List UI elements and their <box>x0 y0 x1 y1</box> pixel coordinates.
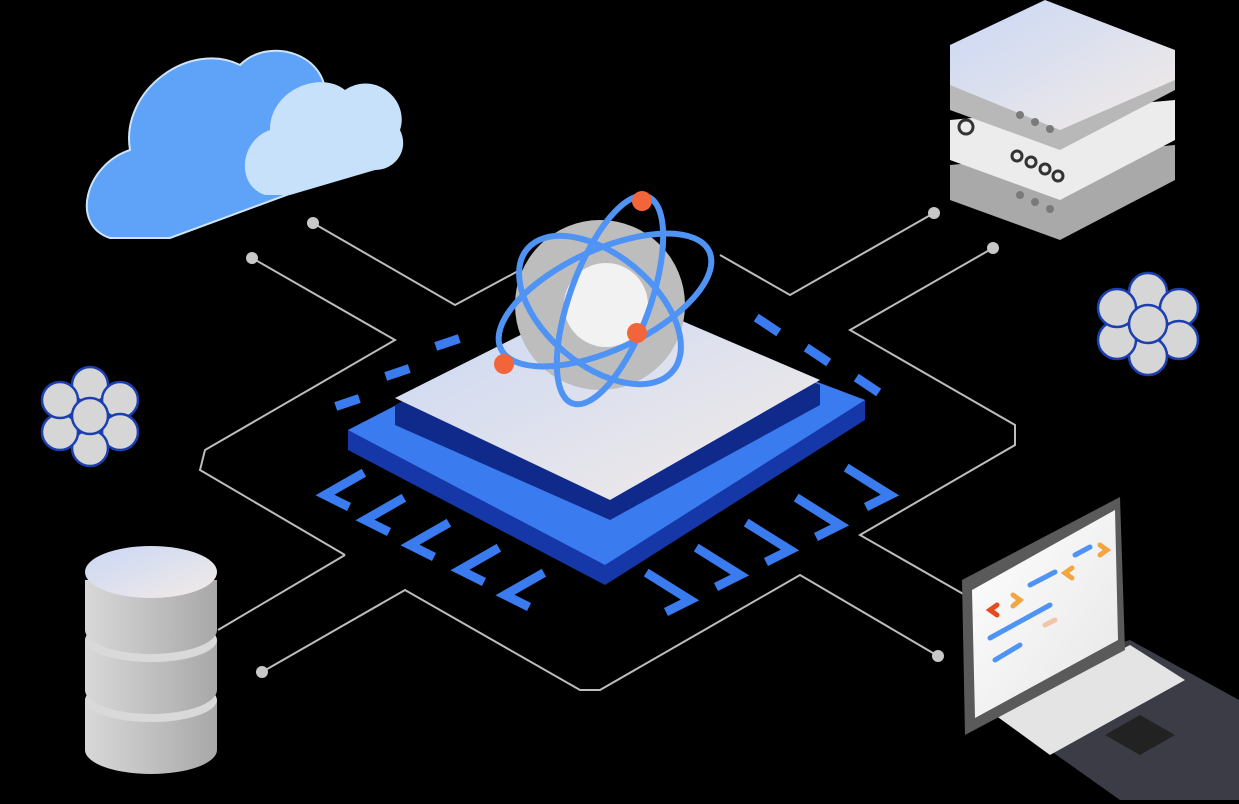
database-icon <box>85 546 217 774</box>
connector-lines <box>198 212 1016 691</box>
chip-icon <box>315 290 900 617</box>
connector-dots <box>246 207 999 678</box>
flower-icon <box>40 365 140 468</box>
cloud-icon <box>85 49 404 239</box>
flower-icon <box>1096 271 1200 377</box>
atom-icon <box>494 191 715 408</box>
chip-pins <box>315 313 900 617</box>
server-icon <box>950 0 1175 240</box>
electron-dots <box>494 191 652 374</box>
laptop-icon <box>962 497 1239 800</box>
